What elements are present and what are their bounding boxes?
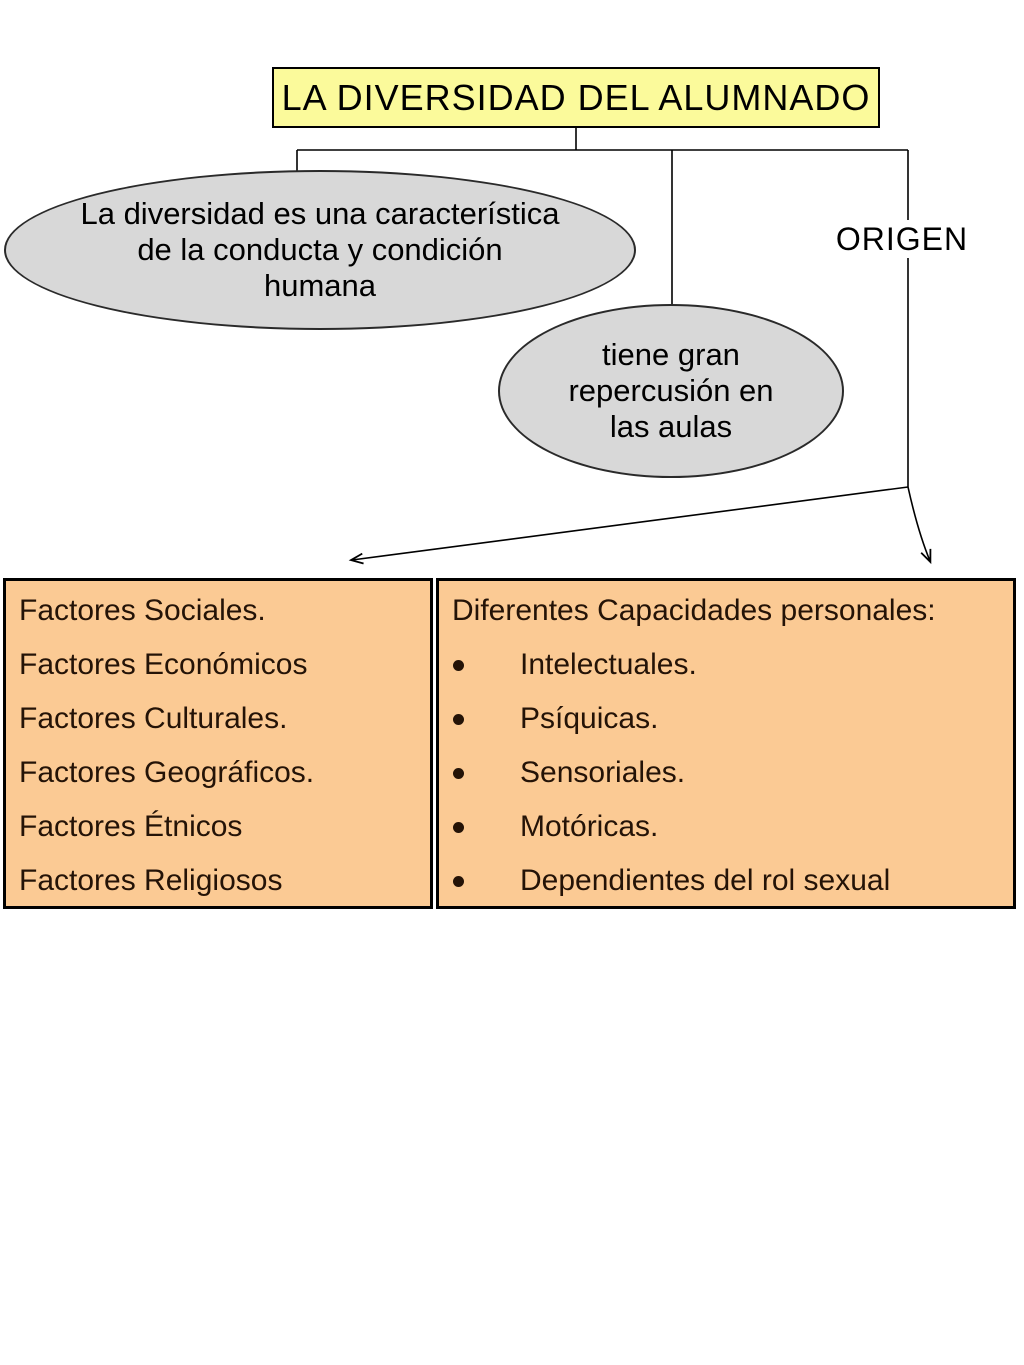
origen-text: ORIGEN (835, 220, 969, 257)
bullet-icon (453, 821, 464, 833)
factors-box: Factores Sociales. Factores Económicos F… (3, 578, 433, 909)
list-item: Sensoriales. (439, 746, 1007, 800)
bullet-icon (453, 659, 464, 671)
capacities-header: Diferentes Capacidades personales: (452, 594, 936, 627)
list-item: Dependientes del rol sexual (439, 854, 1007, 908)
bullet-text: Intelectuales. (520, 648, 697, 681)
ellipse-diversidad-text: La diversidad es una característica de l… (80, 196, 560, 303)
bullet-icon (453, 767, 464, 779)
list-item: Factores Sociales. (19, 594, 266, 627)
ellipse-diversidad-caracteristica: La diversidad es una característica de l… (4, 170, 636, 330)
origen-label: ORIGEN (830, 220, 974, 258)
list-item: Factores Étnicos (19, 810, 243, 843)
list-item: Factores Culturales. (19, 702, 288, 735)
list-item: Motóricas. (439, 800, 1007, 854)
title-text: LA DIVERSIDAD DEL ALUMNADO (281, 76, 871, 118)
capacities-box: Diferentes Capacidades personales: Intel… (436, 578, 1016, 909)
bullet-text: Sensoriales. (520, 756, 686, 789)
list-item: Factores Económicos (19, 648, 308, 681)
bullet-text: Motóricas. (520, 810, 659, 843)
list-item: Factores Religiosos (19, 864, 283, 897)
bullet-icon (453, 875, 464, 887)
bullet-icon (453, 713, 464, 725)
list-item: Intelectuales. (439, 638, 1007, 692)
title-box: LA DIVERSIDAD DEL ALUMNADO (272, 67, 880, 128)
list-item: Factores Geográficos. (19, 756, 315, 789)
bullet-text: Dependientes del rol sexual (520, 864, 891, 897)
ellipse-repercusion-aulas: tiene gran repercusión en las aulas (498, 304, 844, 478)
list-item: Psíquicas. (439, 692, 1007, 746)
ellipse-repercusion-text: tiene gran repercusión en las aulas (568, 337, 774, 444)
bullet-text: Psíquicas. (520, 702, 659, 735)
arrow-to-capacities (907, 486, 932, 565)
arrow-to-factors (348, 486, 909, 565)
